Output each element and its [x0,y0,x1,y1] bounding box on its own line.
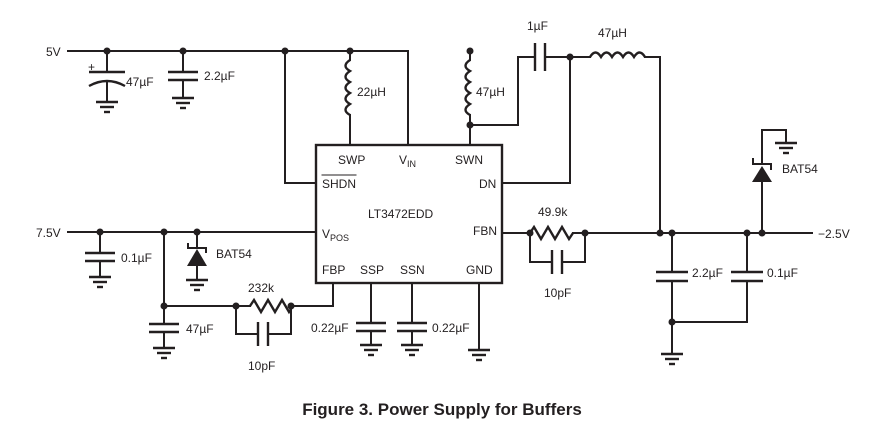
rail-7v5: 7.5V [36,226,317,240]
label-c-pos-in: 0.1µF [121,251,152,265]
ground-icon [172,96,194,110]
label-c-pos-out: 47µF [186,322,214,336]
ground-icon [468,348,490,362]
capacitor-c-fly: 1µF [527,19,591,71]
ground-icon [401,343,423,357]
label-c-fly: 1µF [527,19,548,33]
pin-fbp: FBP [322,263,345,277]
capacitor-c-pos-in: 0.1µF [85,231,152,289]
figure-caption: Figure 3. Power Supply for Buffers [302,400,582,419]
pin-vin: VIN [399,153,416,169]
label-r-fbp: 232k [248,281,275,295]
capacitor-c-ssn: 0.22µF [397,282,470,357]
label-r-fbn: 49.9k [538,205,568,219]
label-c-ssn: 0.22µF [432,321,470,335]
label-out-neg: −2.5V [818,227,850,241]
capacitor-c-pos-out: 47µF [149,322,214,360]
pin-ssp: SSP [360,263,384,277]
fbp-network: 232k 10pF [160,231,334,373]
label-d-pos: BAT54 [216,247,252,261]
inductor-l-pos: 22µH [344,59,386,146]
ic-lt3472edd: LT3472EDD SWP VIN SWN SHDN DN VPOS FBN F… [314,143,504,285]
label-c-out-a: 2.2µF [692,266,723,280]
ground-icon [96,100,118,114]
fbn-network: 49.9k 10pF [501,205,664,300]
label-c-in-ceramic: 2.2µF [204,69,235,83]
pin-vpos: VPOS [322,227,349,243]
ground-icon [775,141,797,155]
pin-swp: SWP [338,153,365,167]
pin-gnd: GND [466,263,493,277]
rail-neg-out: −2.5V [659,227,850,241]
label-l-neg: 47µH [476,85,505,99]
pin-shdn: SHDN [322,177,356,191]
label-c-fbn: 10pF [544,286,571,300]
label-c-ssp: 0.22µF [311,321,349,335]
label-l-pos: 22µH [357,85,386,99]
pin-dn: DN [479,177,496,191]
capacitor-c-out-b: 0.1µF [668,232,798,326]
ic-ground [468,282,490,362]
label-c-fbp: 10pF [248,359,275,373]
svg-text:+: + [88,60,95,74]
ic-part-number: LT3472EDD [368,207,433,221]
label-l-out: 47µH [598,26,627,40]
ground-icon [661,352,683,366]
ground-icon [89,275,111,289]
inductor-l-neg: 47µH [464,47,534,146]
pin-ssn: SSN [400,263,425,277]
capacitor-c-ssp: 0.22µF [311,282,386,357]
label-d-neg: BAT54 [782,162,818,176]
ground-icon [153,346,175,360]
rail-5v: 5V [46,45,409,184]
diode-d-pos: BAT54 [186,231,252,292]
capacitor-c-out-a: 2.2µF [656,232,723,355]
label-c-out-b: 0.1µF [767,266,798,280]
label-7v5: 7.5V [36,226,61,240]
ground-icon [186,278,208,292]
label-5v: 5V [46,45,61,59]
capacitor-c-in-bulk: + 47µF [88,60,154,114]
ground-icon [360,343,382,357]
capacitor-c-in-ceramic: 2.2µF [168,69,235,110]
pin-fbn: FBN [473,224,497,238]
pin-swn: SWN [455,153,483,167]
label-c-in-bulk: 47µF [126,75,154,89]
diode-d-neg: BAT54 [752,129,818,234]
inductor-l-out: 47µH [588,26,661,234]
